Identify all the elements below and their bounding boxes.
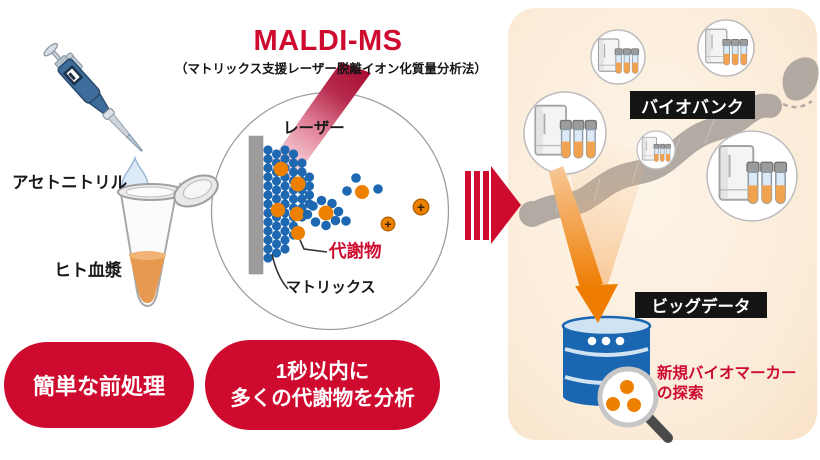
acetonitrile-label: アセトニトリル [12, 174, 128, 192]
biobank-site-circle [706, 130, 798, 222]
biobank-site-circle [636, 130, 676, 170]
subtitle: （マトリックス支援レーザー脱離イオン化質量分析法） [175, 62, 487, 76]
easy-pretreatment-text: 簡単な前処理 [32, 374, 165, 399]
fast-analysis-line2: 多くの代謝物を分析 [230, 387, 415, 410]
desorbed-cluster-icon [302, 195, 351, 231]
svg-text:+: + [384, 218, 391, 232]
page-title: MALDI-MS [253, 25, 403, 57]
laser-label: レーザー [283, 120, 345, 137]
biobank-site-circle [523, 91, 607, 175]
biobank-label-text: バイオバンク [641, 97, 744, 117]
biobank-site-circle [697, 19, 755, 77]
pipette-icon [43, 42, 143, 152]
matrix-label: マトリックス [286, 279, 376, 296]
biomarker-line1: 新規バイオマーカー [657, 365, 797, 382]
metabolite-dots-icon [270, 161, 306, 240]
bigdata-label: ビッグデータ [635, 292, 767, 318]
biobank-label: バイオバンク [630, 91, 755, 119]
fast-analysis-line1: 1秒以内に [275, 360, 370, 383]
fast-analysis-badge: 1秒以内に 多くの代謝物を分析 [205, 340, 440, 430]
metabolite-label: 代謝物 [329, 241, 382, 261]
easy-pretreatment-badge: 簡単な前処理 [4, 342, 194, 428]
triple-chevron-arrow-icon [465, 166, 521, 244]
data-flow-arrow-icon [549, 166, 618, 323]
biobank-site-circle [590, 29, 646, 85]
magnifier-icon [597, 366, 673, 443]
desorbed-cluster-icon [342, 173, 383, 199]
metabolite-pointer-line [299, 239, 328, 253]
target-plate-icon [248, 135, 264, 275]
ion-icon: + [380, 216, 396, 232]
biomarker-search-label: 新規バイオマーカー の探索 [657, 364, 797, 403]
tube-icon [117, 174, 219, 307]
human-plasma-label: ヒト血漿 [54, 261, 122, 280]
bigdata-label-text: ビッグデータ [651, 298, 751, 316]
biomarker-line2: の探索 [657, 384, 704, 402]
ion-icon: + [412, 198, 430, 216]
matrix-pointer-line [271, 253, 289, 290]
svg-text:+: + [417, 200, 425, 215]
